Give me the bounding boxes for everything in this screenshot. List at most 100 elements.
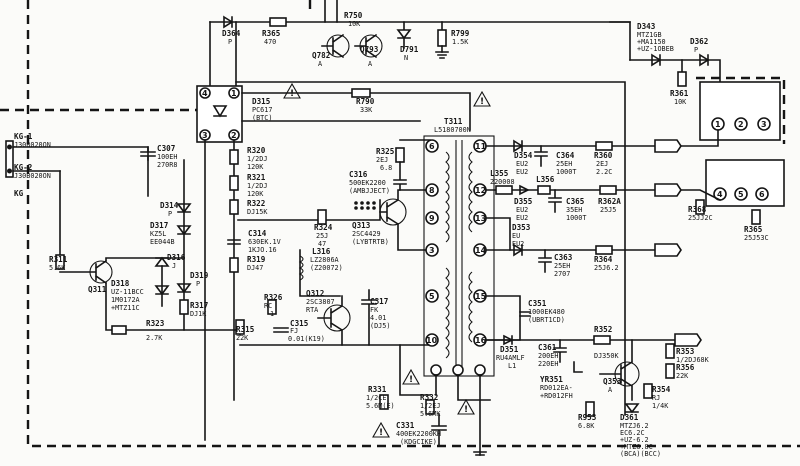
r790-value: 33K (360, 106, 373, 114)
mid-dashed-boundary (0, 108, 207, 130)
c331-value-1: 400EK2200KH (396, 430, 441, 438)
ic-lower-pin-2-label: 5 (738, 190, 744, 199)
left-bottom-dashed-boundary (26, 0, 800, 448)
r750-ref: R750 (344, 11, 363, 20)
d343-value-2: +MA1150 (637, 38, 666, 46)
r323-value: 2.7K (146, 334, 163, 342)
d355-value-2: EU2 (516, 214, 528, 222)
l356-body (537, 185, 551, 195)
d315-pin-1 (228, 87, 240, 99)
r790-body (351, 88, 371, 98)
r365b-ref: R365 (744, 225, 763, 234)
c364-value-2: 1000T (556, 168, 576, 176)
q782-ref: Q782 (312, 51, 330, 60)
yr351-value-2: +RD012FH (540, 392, 573, 400)
c365-value-2: 1000T (566, 214, 586, 222)
d319-symbol (176, 283, 192, 294)
c307-ref: C307 (157, 144, 175, 153)
c331-value-2: (KDGCIKE) (400, 438, 437, 446)
r356-ref: R356 (676, 363, 695, 372)
r315-value: 22K (236, 334, 249, 342)
c363-symbol (538, 249, 552, 273)
d361-symbol (624, 403, 640, 414)
kg-connector (5, 140, 14, 178)
l355-ref: L355 (490, 169, 509, 178)
q782-leads (321, 33, 345, 59)
r323-ref: R323 (146, 319, 165, 328)
t311-pin-17 (430, 364, 442, 376)
t311-pin-19 (474, 364, 486, 376)
wire-r750-leads (324, 0, 338, 23)
q313-leads (379, 189, 431, 251)
r352-ref: R352 (594, 325, 612, 334)
out-connector-3 (654, 243, 682, 257)
r356-value: 22K (676, 372, 689, 380)
r317-value: DJ1K (190, 310, 207, 318)
r365b-value: 25J53C (744, 234, 769, 242)
l316-symbol (298, 255, 304, 281)
out-connector-2 (654, 183, 682, 197)
t311-primary-winding-1 (445, 151, 450, 243)
r368-value: 25JJ2C (688, 214, 713, 222)
warning-triangle-3: ! (402, 368, 420, 385)
r326-ref: R326 (264, 293, 283, 302)
r352-value: DJ350K (594, 352, 619, 360)
d343-value-1: MTZ1GB (637, 31, 662, 39)
d315-pin-2-label: 2 (231, 131, 237, 140)
c315-value-1: FJ (290, 327, 298, 335)
c365-value-1: 35EH (566, 206, 582, 214)
d317-value-1: KZ5L (150, 230, 166, 238)
c363-value-1: 25EH (554, 262, 570, 270)
r953-ref: R953 (578, 413, 597, 422)
c351-value-2: (UBRT1CD) (528, 316, 565, 324)
d318-ref: D318 (111, 279, 130, 288)
c361-value-2: 220EH (538, 360, 558, 368)
q313-heatsink-dots (354, 201, 376, 210)
t311-pin-13-label: 13 (475, 214, 486, 223)
r331-value-2: 5.6M(E) (366, 402, 395, 410)
r320-value-1: 1/2DJ (247, 155, 267, 163)
svg-text:!: ! (409, 375, 413, 385)
d314-symbol (176, 203, 192, 214)
wire-out-4 (485, 295, 521, 341)
out-connector-4 (674, 333, 702, 347)
c316-ref: C316 (349, 170, 368, 179)
r360-value-2: 2.2C (596, 168, 612, 176)
d354-value-2: EU2 (516, 168, 528, 176)
r332-value-1: 1/2EJ (420, 402, 440, 410)
c315-symbol (273, 327, 289, 333)
wire-yr351 (573, 361, 583, 373)
q782-suffix: A (318, 60, 322, 68)
c361-value-1: 200EH (538, 352, 558, 360)
q353-ref: Q353 (603, 377, 622, 386)
q353-suffix: A (608, 386, 612, 394)
r311-body (55, 254, 65, 270)
d315-pin-4-label: 4 (202, 89, 208, 98)
r319-value: DJ47 (247, 264, 263, 272)
ic-lower-pin-1-label: 4 (717, 190, 723, 199)
r353-ref: R353 (676, 347, 695, 356)
d361-value-4: +MTZ6.8C (620, 443, 653, 451)
q793-leads (354, 33, 378, 59)
t311-pin-6 (425, 139, 439, 153)
r354-ref: R354 (652, 385, 671, 394)
q313-variant: (LYBTRTB) (352, 238, 389, 246)
t311-pin-11-label: 11 (475, 142, 487, 151)
t311-pin-3-label: 3 (429, 246, 435, 255)
r953-body (585, 401, 595, 417)
r331-body (379, 394, 389, 410)
r315-ref: R315 (236, 325, 255, 334)
r311-ref: R311 (49, 255, 68, 264)
d314-ref: D314 (160, 201, 179, 210)
r750-value: 10K (348, 20, 361, 28)
r368-ref: R368 (688, 205, 707, 214)
d364-symbol (223, 15, 234, 29)
r354-value-2: 1/4K (652, 402, 669, 410)
r799-value: 1.5K (452, 38, 469, 46)
t311-pin-5-label: 5 (429, 292, 435, 301)
r360-body (595, 141, 613, 151)
d355-value-1: EU2 (516, 206, 528, 214)
r317-ref: R317 (190, 301, 208, 310)
r321-body (229, 175, 239, 191)
